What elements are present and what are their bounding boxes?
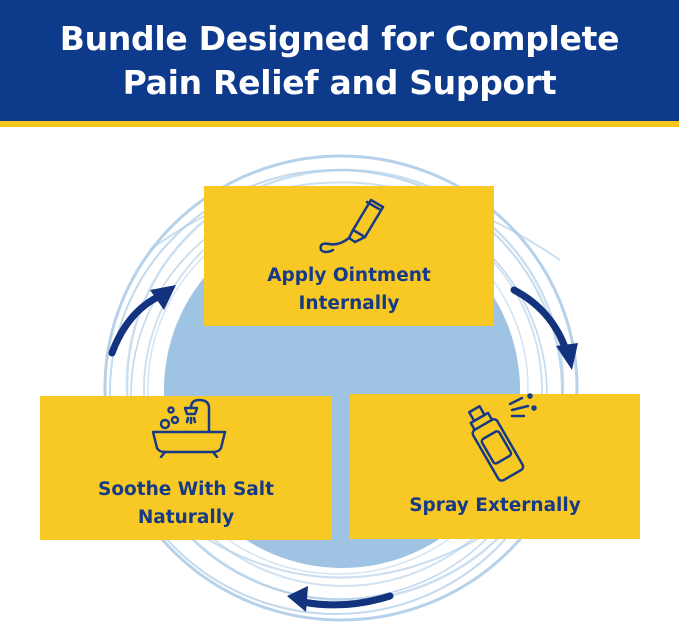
step-card-soothe-with-salt: Soothe With Salt Naturally [40,396,332,540]
page-title-line-2: Pain Relief and Support [122,62,557,102]
step-label-soothe-with-salt-line-2: Naturally [137,507,235,528]
arrow-top-to-right [510,286,570,354]
step-label-apply-ointment-line-2: Internally [298,293,400,314]
step-card-apply-ointment: Apply Ointment Internally [204,186,494,326]
spray-bottle-icon [467,393,537,482]
page-title-line-1: Bundle Designed for Complete [59,18,620,58]
step-label-apply-ointment-line-1: Apply Ointment [267,265,431,286]
ointment-tube-icon [319,198,385,254]
arrowhead-right-to-left [287,586,308,612]
arrow-right-to-left [299,592,394,609]
step-label-soothe-with-salt-line-1: Soothe With Salt [98,479,274,500]
step-card-spray-externally: Spray Externally [350,393,640,539]
arrowhead-top-to-right [556,343,578,370]
header-banner: Bundle Designed for Complete Pain Relief… [0,0,679,121]
arrowhead-left-to-top [150,285,176,310]
bathtub-icon [151,398,227,458]
header-accent-stripe [0,121,679,127]
step-label-spray-externally: Spray Externally [409,495,581,516]
